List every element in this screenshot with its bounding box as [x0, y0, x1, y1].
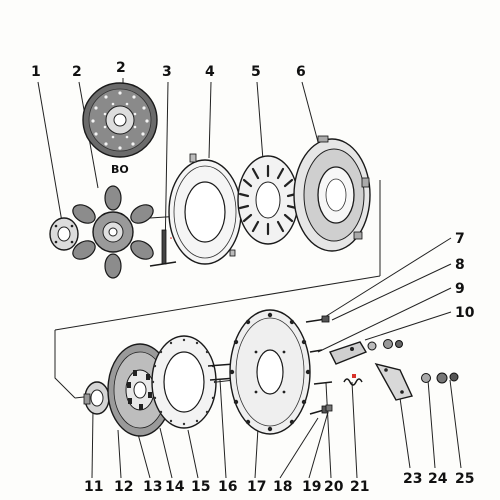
leader-21	[351, 381, 358, 479]
leader-15	[187, 429, 199, 479]
label-23: 23	[403, 471, 422, 487]
leader-5	[256, 81, 264, 161]
leader-lines-right	[317, 237, 452, 353]
frame-top-edge	[54, 275, 381, 331]
leader-24	[427, 379, 436, 469]
diaphragm-spring-part-5	[237, 155, 299, 245]
label-19: 19	[302, 479, 321, 495]
friction-plate-part-15	[151, 335, 217, 429]
label-bo: BO	[111, 163, 129, 176]
leader-23	[399, 397, 411, 469]
leader-8	[331, 263, 452, 321]
clutch-disc-bo	[82, 82, 158, 158]
label-18: 18	[273, 479, 292, 495]
label-11: 11	[84, 479, 103, 495]
frame-lower-left	[54, 330, 76, 399]
label-13: 13	[143, 479, 162, 495]
leader-1	[37, 81, 63, 223]
leader-25	[449, 379, 462, 469]
leader-10	[364, 311, 452, 341]
spring-part-21	[343, 374, 363, 386]
label-16: 16	[218, 479, 237, 495]
callout-labels: 1 2 2 3 4 5 6 7 8 9 10 11 12 13 14 15 16…	[31, 60, 475, 495]
leader-11	[91, 409, 94, 479]
leader-4	[208, 81, 212, 159]
label-25: 25	[455, 471, 474, 487]
leader-16	[219, 379, 227, 479]
leader-6	[301, 81, 319, 143]
label-20: 20	[324, 479, 344, 495]
label-14: 14	[165, 479, 185, 495]
finger-disc-part-2	[72, 185, 154, 279]
flywheel-plate-part-17	[229, 309, 311, 435]
leader-20	[325, 382, 332, 479]
leader-12	[117, 429, 122, 479]
label-17: 17	[247, 479, 266, 495]
leader-18	[279, 417, 319, 479]
leader-lines-bottom	[91, 379, 462, 479]
label-24: 24	[428, 471, 448, 487]
label-5: 5	[251, 64, 261, 80]
leader-19	[308, 411, 329, 479]
label-3: 3	[162, 64, 172, 80]
label-21: 21	[350, 479, 369, 495]
label-4: 4	[205, 64, 215, 80]
pressure-ring-part-4	[168, 153, 242, 265]
leader-9	[317, 287, 452, 353]
label-15: 15	[191, 479, 210, 495]
label-6: 6	[296, 64, 306, 80]
leader-17	[254, 427, 259, 479]
label-9: 9	[455, 281, 465, 297]
label-12: 12	[114, 479, 133, 495]
label-10: 10	[455, 305, 475, 321]
nuts-parts-24-25	[421, 372, 459, 384]
label-2b: 2	[116, 60, 126, 76]
label-7: 7	[455, 231, 465, 247]
leader-14	[159, 427, 173, 479]
leader-7	[319, 237, 452, 321]
bolts-parts-7-8	[305, 315, 330, 353]
label-2a: 2	[72, 64, 82, 80]
leader-lines-top	[37, 78, 319, 256]
clutch-cover-part-6	[293, 135, 371, 252]
leader-3	[164, 81, 169, 256]
hub-part-11	[83, 381, 110, 415]
label-1: 1	[31, 64, 41, 80]
pin-part-20	[313, 381, 333, 385]
bracket-part-23	[374, 362, 413, 401]
hub-part-1	[49, 217, 79, 251]
label-8: 8	[455, 257, 465, 273]
screws-parts-18-19	[309, 404, 333, 415]
release-lever-part-10	[329, 339, 403, 365]
